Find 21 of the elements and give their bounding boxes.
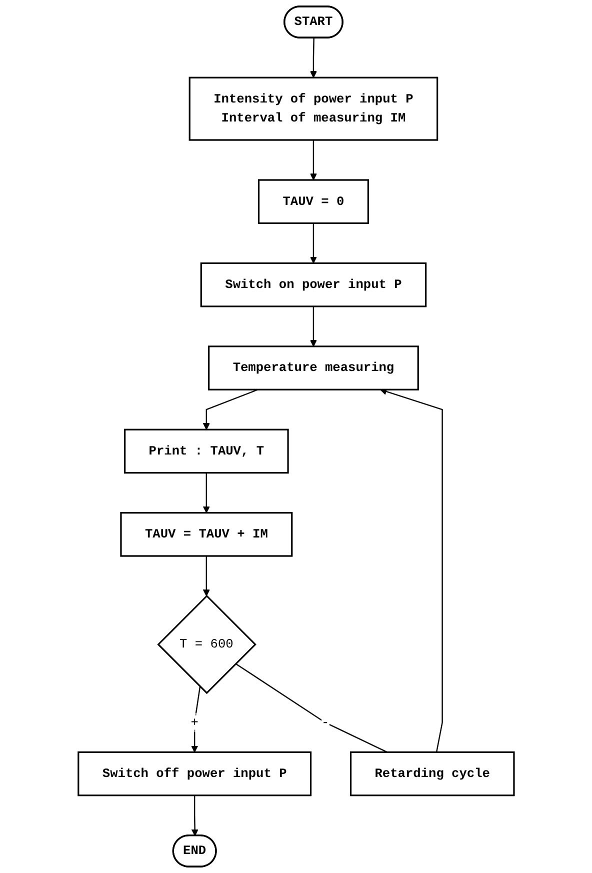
arrow	[310, 140, 317, 180]
arrow	[202, 472, 210, 514]
arrow	[380, 388, 443, 752]
connector	[235, 663, 388, 753]
node-box: Switch on power input P	[200, 262, 426, 308]
edge-label: +	[190, 715, 198, 730]
arrow	[310, 38, 317, 78]
arrow	[310, 223, 317, 264]
node-box: Print : TAUV, T	[124, 428, 289, 474]
arrow	[191, 795, 198, 836]
node-box: Switch off power input P	[77, 751, 312, 796]
node-box: Retarding cycle	[350, 751, 515, 796]
node-box: Intensity of power input P Interval of measuring IM	[188, 76, 438, 141]
arrow	[310, 306, 317, 347]
arrow	[202, 389, 258, 430]
node-box: TAUV = 0	[258, 179, 369, 224]
edge-label: -	[321, 715, 329, 730]
node-diamond: T = 600	[157, 594, 256, 694]
node-box: Temperature measuring	[208, 346, 419, 390]
arrow	[202, 556, 210, 596]
node-box: TAUV = TAUV + IM	[120, 512, 292, 557]
